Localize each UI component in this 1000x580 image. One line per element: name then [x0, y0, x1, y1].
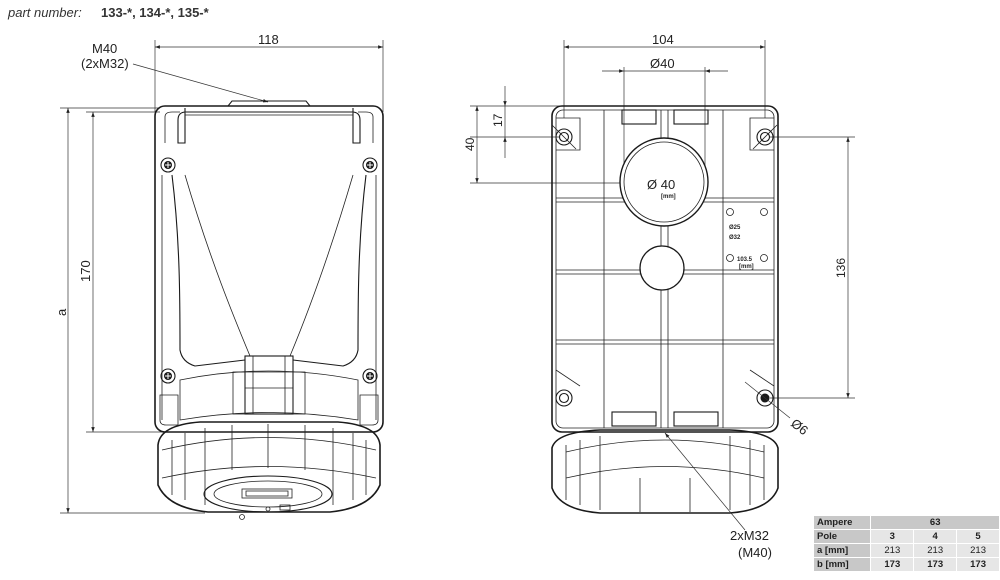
right-hole-center-unit: [mm]	[661, 194, 676, 200]
table-row: Pole 3 4 5	[812, 529, 1000, 544]
right-top-dimension-inner: 17	[491, 113, 505, 127]
table-row: b [mm] 173 173 173	[812, 557, 1000, 572]
table-row: Ampere 63	[812, 515, 1000, 530]
table-row-label: Ampere	[812, 515, 872, 530]
left-entry-label-line2: (2xM32)	[81, 56, 129, 71]
left-width-dimension: 118	[258, 32, 279, 47]
right-central-hole	[619, 137, 709, 227]
right-knockout-hole	[639, 245, 685, 291]
right-screw-bottom-right	[749, 369, 775, 407]
table-cell: 213	[913, 543, 958, 558]
right-marker-bottom: Ø32	[729, 235, 741, 241]
table-row-label: b [mm]	[812, 557, 872, 572]
left-screw-top-left	[160, 157, 176, 173]
table-cell: 5	[956, 529, 1000, 544]
right-marker-mid-unit: [mm]	[739, 264, 754, 270]
table-cell: 173	[870, 557, 915, 572]
table-row: a [mm] 213 213 213	[812, 543, 1000, 558]
table-cell: 173	[913, 557, 958, 572]
left-screw-bottom-right	[362, 368, 378, 384]
left-height-dimension: 170	[78, 260, 93, 282]
right-body-outline	[551, 105, 779, 433]
right-width-dimension: 104	[652, 32, 674, 47]
table-cell: 213	[870, 543, 915, 558]
left-body-outline	[154, 105, 384, 433]
left-view: 118 M40 (2xM32) a 170	[54, 32, 384, 520]
table-row-label: a [mm]	[812, 543, 872, 558]
table-cell: 4	[913, 529, 958, 544]
left-total-dimension: a	[54, 308, 69, 316]
spec-table: Ampere 63 Pole 3 4 5 a [mm] 213 213 213 …	[812, 515, 1000, 572]
right-entry-label-line1: 2xM32	[730, 528, 769, 543]
right-view: 104 Ø40 40 17 136	[463, 32, 855, 560]
right-marker-mid: 103.5	[737, 257, 753, 263]
right-screw-top-left	[551, 117, 581, 151]
left-screw-bottom-left	[160, 368, 176, 384]
right-top-dimension-outer: 40	[463, 137, 477, 151]
table-row-label: Pole	[812, 529, 872, 544]
right-entry-label-line2: (M40)	[738, 545, 772, 560]
table-cell: 173	[956, 557, 1000, 572]
table-cell: 3	[870, 529, 915, 544]
table-cell: 213	[956, 543, 1000, 558]
table-cell: 63	[870, 515, 1000, 530]
right-screw-top-right	[749, 117, 778, 151]
right-screw-hole-dimension: Ø6	[788, 416, 811, 438]
right-cap-ring	[551, 429, 779, 514]
right-marker-top: Ø25	[729, 225, 741, 231]
left-entry-label-line1: M40	[92, 41, 117, 56]
left-cap-ring	[157, 421, 381, 513]
part-number-value: 133-*, 134-*, 135-*	[101, 5, 210, 20]
right-side-dimension: 136	[834, 258, 848, 278]
right-screw-bottom-left	[555, 369, 581, 407]
left-lid	[203, 475, 333, 513]
right-hole-center-label: Ø 40	[647, 177, 675, 192]
part-number-label: part number:	[7, 5, 82, 20]
right-hole-dimension: Ø40	[650, 56, 675, 71]
left-screw-top-right	[362, 157, 378, 173]
